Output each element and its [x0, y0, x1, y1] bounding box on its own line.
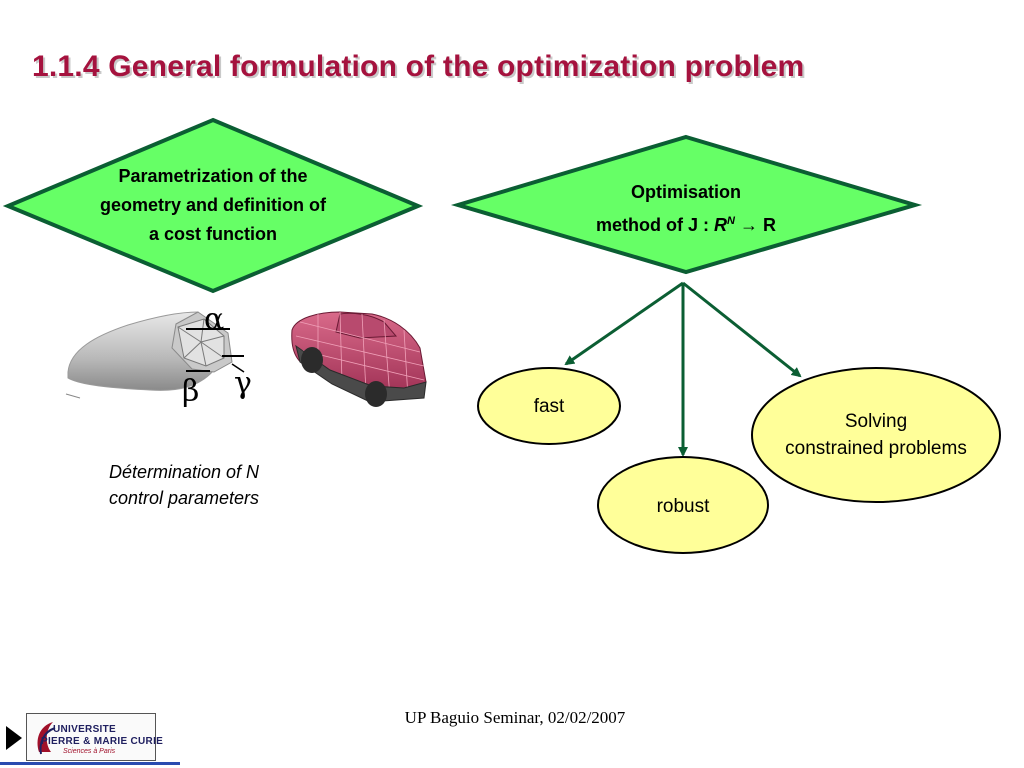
right-diamond-label: Optimisation method of J : RN → R [546, 178, 826, 240]
robust-label: robust [656, 496, 710, 517]
logo-line2: PIERRE & MARIE CURIE [41, 736, 164, 747]
right-diamond-prefix: method of J : [596, 215, 715, 235]
left-diamond-line3: a cost function [148, 224, 277, 244]
right-diamond-line1: Optimisation [630, 182, 741, 202]
bottom-rule [0, 762, 180, 765]
alpha-symbol: α [204, 302, 225, 337]
left-diamond-label: Parametrization of the geometry and defi… [58, 162, 368, 249]
footer-text: UP Baguio Seminar, 02/02/2007 [404, 708, 626, 727]
logo-line1: UNIVERSITE [53, 724, 117, 735]
right-diamond-shape [450, 134, 923, 275]
robust-ellipse [597, 456, 769, 554]
left-diamond-shape [2, 117, 424, 294]
page-title: 1.1.4 General formulation of the optimiz… [32, 50, 805, 83]
caption-line2: control parameters [108, 488, 260, 508]
arrow-to-solving [682, 281, 802, 378]
parameters-caption: Détermination of N control parameters [66, 459, 302, 511]
caption-line1: Détermination of N [108, 462, 260, 482]
fast-label: fast [533, 396, 565, 417]
logo-line3: Sciences à Paris [63, 748, 116, 755]
space-symbol: R [714, 215, 728, 235]
solving-line2: constrained problems [785, 438, 967, 459]
car-mesh-illustration [291, 311, 427, 407]
space-exponent: N [727, 215, 735, 227]
beta-symbol: β [182, 374, 200, 409]
right-diamond-line2: method of J : RN → R [546, 207, 826, 240]
fast-ellipse [477, 367, 621, 445]
play-triangle-icon[interactable] [4, 716, 24, 760]
gamma-symbol: γ [234, 366, 252, 401]
solving-label: Solving constrained problems [758, 408, 994, 462]
maps-to-arrow: → [734, 215, 763, 235]
parametrized-body-illustration [65, 311, 245, 399]
target-symbol: R [762, 215, 776, 235]
left-diamond-line2: geometry and definition of [99, 195, 326, 215]
solving-line1: Solving [844, 411, 908, 432]
left-diamond-line1: Parametrization of the [118, 166, 308, 186]
university-logo: UNIVERSITE PIERRE & MARIE CURIE Sciences… [26, 713, 163, 761]
arrow-to-fast [564, 281, 684, 366]
solving-ellipse [751, 367, 1001, 503]
university-emblem-icon [37, 722, 56, 755]
